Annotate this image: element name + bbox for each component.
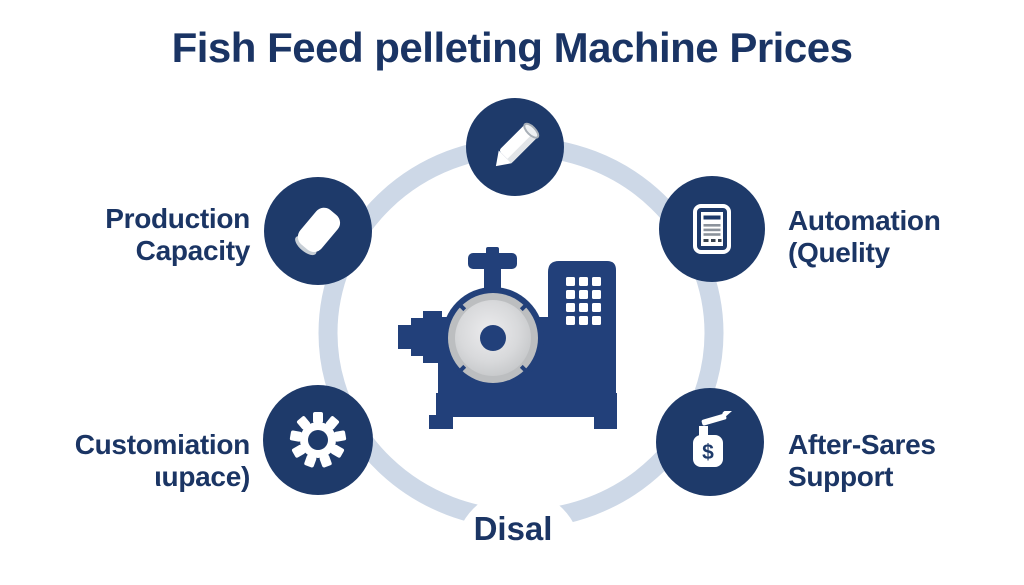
pellet-icon bbox=[295, 207, 341, 256]
service-cost-icon: $ bbox=[693, 411, 733, 467]
node-customization bbox=[263, 385, 373, 495]
node-design bbox=[466, 98, 564, 196]
node-automation-quality bbox=[659, 176, 765, 282]
machine-inlet bbox=[398, 311, 442, 363]
machine-base bbox=[436, 393, 617, 417]
pencil-icon bbox=[495, 122, 540, 167]
gear-icon bbox=[289, 412, 347, 468]
ring-bottom-notch bbox=[455, 490, 581, 585]
pelleting-machine-illustration bbox=[398, 247, 617, 429]
dollar-sign: $ bbox=[702, 441, 714, 464]
node-production-capacity bbox=[264, 177, 372, 285]
page-title: Fish Feed pelleting Machine Prices bbox=[171, 24, 853, 71]
machine-foot-left bbox=[429, 415, 453, 429]
spec-sheet-icon bbox=[693, 204, 731, 254]
node-after-sales-support: $ bbox=[656, 388, 764, 496]
control-panel-button-grid bbox=[566, 277, 601, 325]
production-capacity-label: Production Capacity bbox=[105, 203, 250, 266]
after-sales-support-label: After-Sares Support bbox=[788, 429, 936, 492]
machine-die-disc bbox=[442, 287, 544, 389]
bottom-label: Disal bbox=[473, 510, 553, 547]
customization-label: Customiation ιupace) bbox=[74, 429, 251, 492]
machine-foot-right bbox=[594, 415, 617, 429]
disc-tick-marks bbox=[456, 301, 530, 375]
automation-quality-label: Automation (Quelity bbox=[788, 205, 941, 268]
